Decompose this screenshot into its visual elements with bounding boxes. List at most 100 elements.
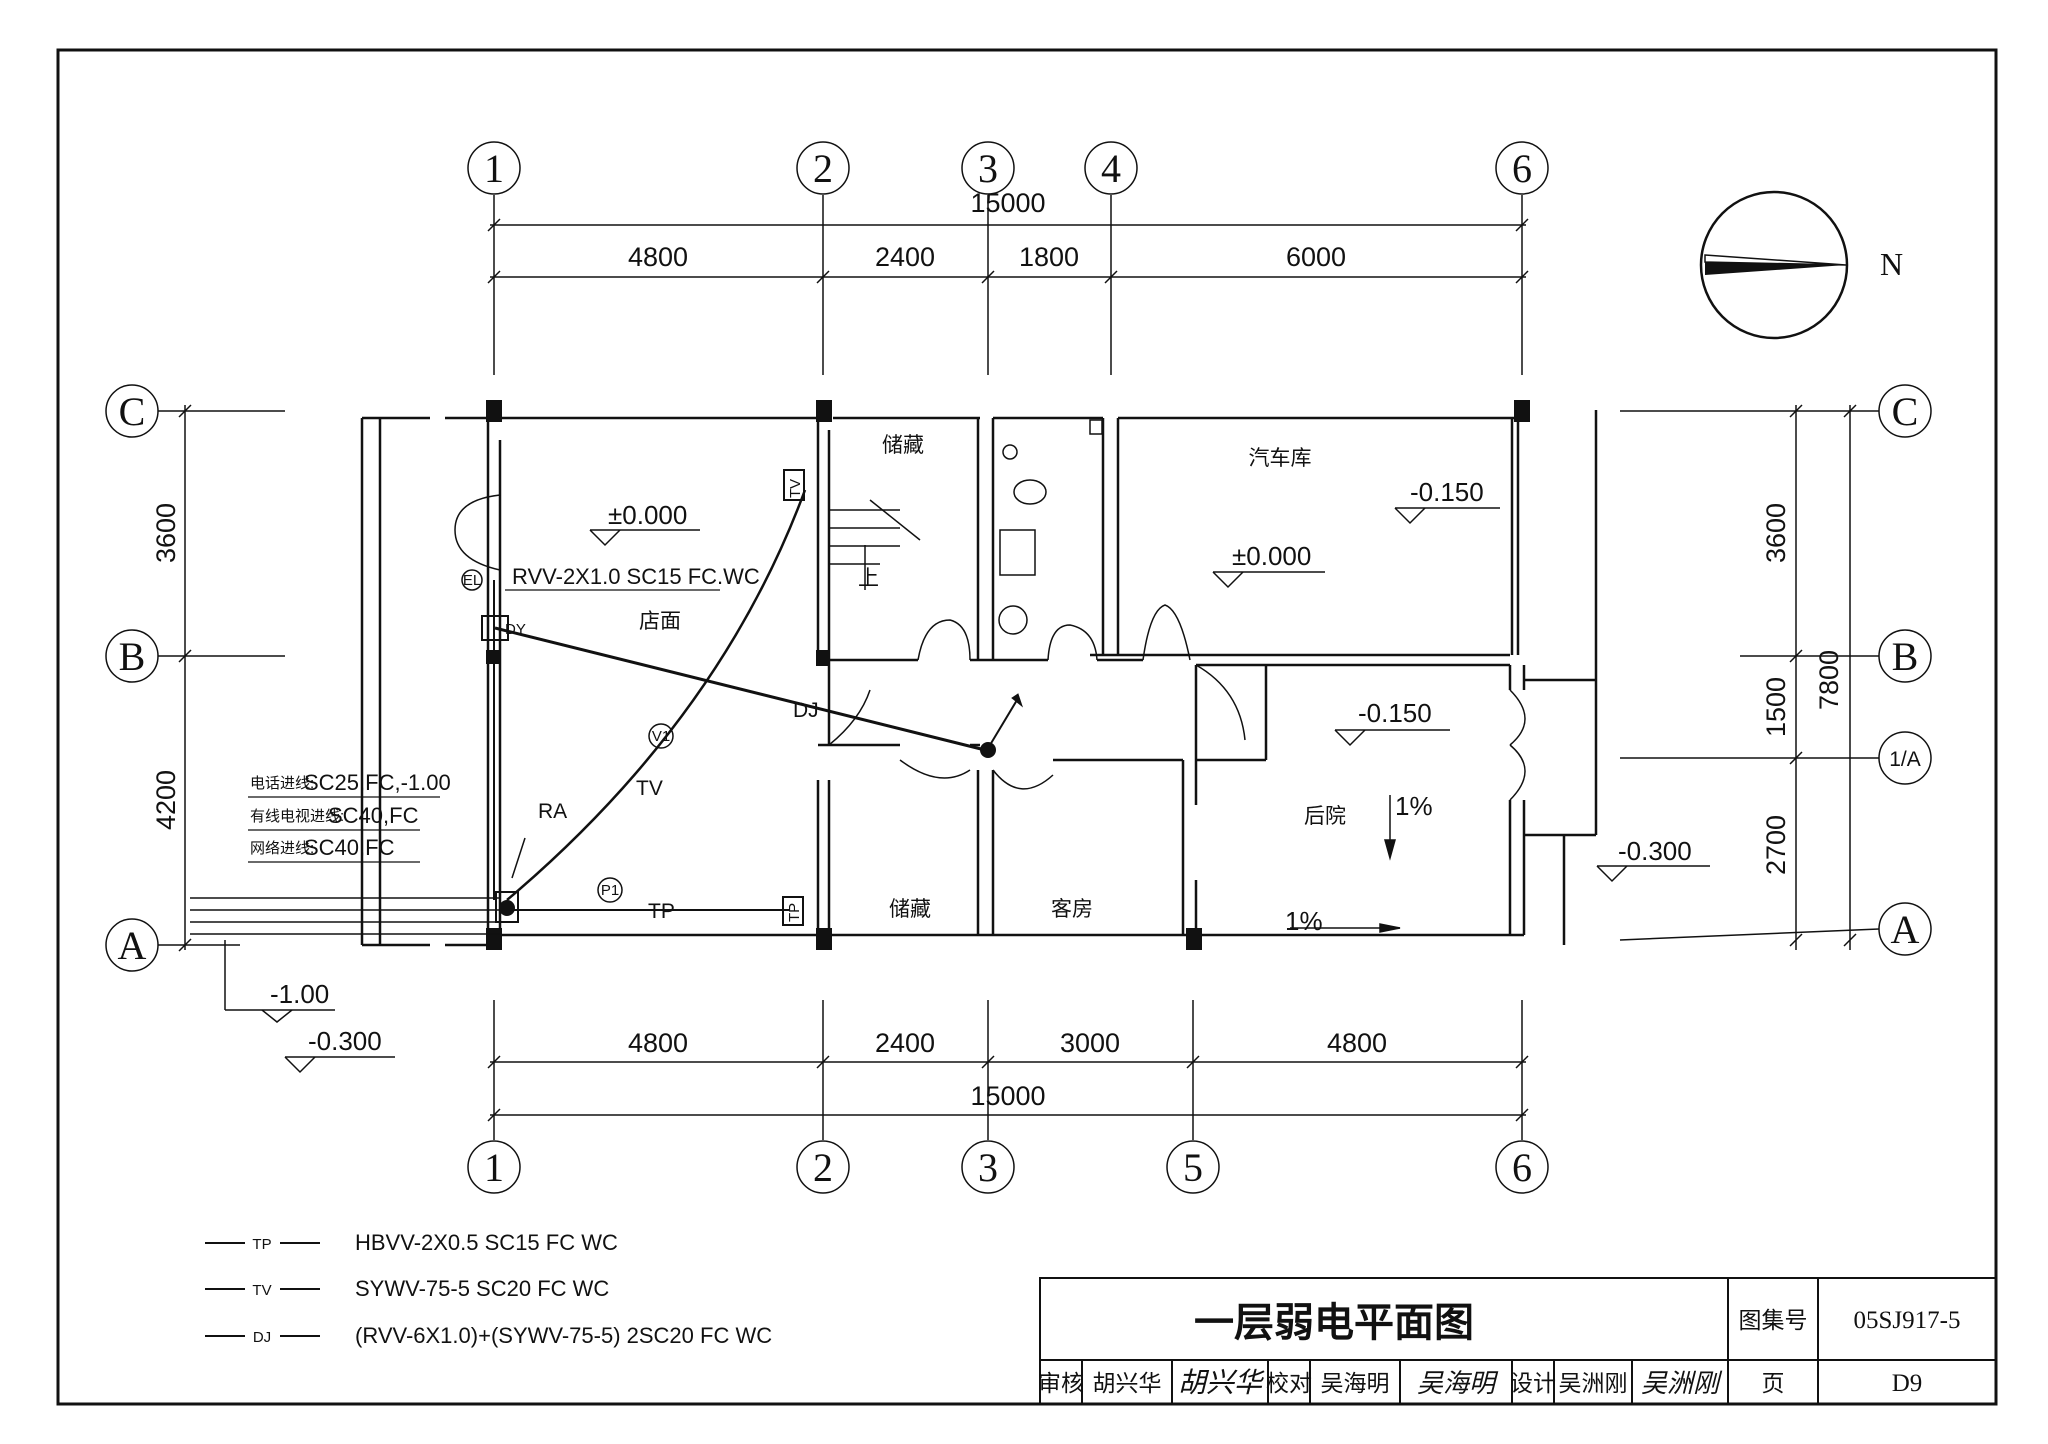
level-shop: ±0.000 (608, 500, 687, 530)
legend-spec: HBVV-2X0.5 SC15 FC WC (355, 1230, 618, 1255)
room-storage-top: 储藏 (882, 434, 924, 457)
room-guest: 客房 (1051, 898, 1093, 921)
axis-right-1A: 1/A (1889, 748, 1921, 771)
check-label: 校对 (1266, 1370, 1312, 1396)
dim-left-3600: 3600 (151, 503, 181, 563)
level-outside-left: -0.300 (308, 1026, 382, 1056)
label-p1: P1 (601, 882, 619, 899)
axis-top-2: 2 (813, 146, 833, 191)
legend-code: TV (252, 1282, 271, 1299)
tp-outlet-label: TP (786, 903, 803, 922)
axis-top-4: 4 (1101, 146, 1121, 191)
room-storage-bottom: 储藏 (889, 898, 931, 921)
legend-code: TP (252, 1236, 271, 1253)
level-garage: ±0.000 (1232, 541, 1311, 571)
room-backyard: 后院 (1304, 805, 1346, 828)
axis-top-1: 1 (484, 146, 504, 191)
room-shop: 店面 (639, 610, 681, 633)
atlas-label: 图集号 (1739, 1307, 1808, 1333)
page-number: D9 (1892, 1370, 1923, 1397)
review-label: 审核 (1038, 1370, 1084, 1396)
level-backyard: -0.150 (1358, 698, 1432, 728)
toilet-icon (998, 419, 1103, 635)
right-grid-axes (1619, 384, 1932, 956)
label-dy: DY (505, 621, 526, 638)
dim-top-seg-1: 4800 (628, 242, 688, 272)
stair-up-label: 上 (858, 567, 879, 590)
axis-bottom-3: 3 (978, 1145, 998, 1190)
tp-outlet-icon (782, 896, 804, 926)
dim-bottom-seg-4: 4800 (1327, 1028, 1387, 1058)
label-tp: TP (648, 900, 675, 923)
legend-spec: (RVV-6X1.0)+(SYWV-75-5) 2SC20 FC WC (355, 1323, 772, 1348)
net-entry-label: 网络进线: (250, 840, 314, 857)
catv-entry-label: 有线电视进线: (250, 808, 344, 825)
axis-top-6: 6 (1512, 146, 1532, 191)
wiring-lines (190, 489, 1024, 935)
label-v1-circle (648, 723, 674, 749)
label-ra: RA (538, 800, 567, 823)
level-entry: -1.00 (270, 979, 329, 1009)
label-tv: TV (636, 777, 663, 800)
stair-icon (829, 499, 921, 590)
catv-entry-spec: SC40,FC (328, 803, 419, 828)
label-el: EL (463, 572, 481, 589)
left-grid-axes (105, 384, 285, 972)
door-swings (454, 494, 1526, 801)
room-garage: 汽车库 (1249, 447, 1312, 470)
design-label: 设计 (1510, 1370, 1556, 1396)
title-block (1039, 1277, 1997, 1405)
dim-bottom-seg-1: 4800 (628, 1028, 688, 1058)
drawing-title: 一层弱电平面图 (1194, 1301, 1474, 1345)
dim-top-seg-3: 1800 (1019, 242, 1079, 272)
tv-outlet-icon (783, 469, 805, 501)
checker-signature: 吴海明 (1417, 1369, 1499, 1399)
axis-left-C: C (119, 389, 146, 434)
legend-spec: SYWV-75-5 SC20 FC WC (355, 1276, 609, 1301)
legend: TP HBVV-2X0.5 SC15 FC WC TV SYWV-75-5 SC… (205, 1230, 772, 1348)
bottom-dimension-lines (487, 1055, 1529, 1122)
axis-right-C: C (1892, 389, 1919, 434)
dim-top-total: 15000 (970, 188, 1045, 218)
legend-item-dj: DJ (RVV-6X1.0)+(SYWV-75-5) 2SC20 FC WC (205, 1323, 772, 1348)
dim-top-seg-2: 2400 (875, 242, 935, 272)
north-label: N (1880, 246, 1903, 282)
label-p1-circle (597, 877, 623, 903)
axis-left-A: A (118, 923, 147, 968)
net-entry-spec: SC40,FC (304, 835, 395, 860)
axis-bottom-5: 5 (1183, 1145, 1203, 1190)
slope-backyard-down: 1% (1395, 791, 1433, 821)
top-dimension-lines (487, 218, 1529, 284)
phone-entry-spec: SC25,FC,-1.00 (304, 770, 451, 795)
axis-left-B: B (119, 634, 146, 679)
label-v1: V1 (652, 728, 670, 745)
axis-bottom-2: 2 (813, 1145, 833, 1190)
checker-name: 吴海明 (1321, 1370, 1390, 1396)
slope-arrows (1290, 795, 1401, 933)
legend-code: DJ (253, 1329, 271, 1346)
distribution-box-icon (481, 615, 996, 923)
north-arrow-icon (1699, 190, 1849, 340)
atlas-number: 05SJ917-5 (1854, 1307, 1961, 1334)
rvv-annotation: RVV-2X1.0 SC15 FC.WC (512, 564, 760, 589)
dim-bottom-seg-2: 2400 (875, 1028, 935, 1058)
dim-bottom-seg-3: 3000 (1060, 1028, 1120, 1058)
designer-name: 吴洲刚 (1559, 1370, 1628, 1396)
legend-item-tv: TV SYWV-75-5 SC20 FC WC (205, 1276, 609, 1301)
label-dj: DJ (793, 699, 819, 722)
wall-columns (486, 400, 1530, 950)
tv-outlet-label: TV (787, 479, 804, 498)
designer-signature: 吴洲刚 (1641, 1369, 1723, 1399)
reviewer-name: 胡兴华 (1093, 1370, 1162, 1396)
axis-right-B: B (1892, 634, 1919, 679)
axis-bottom-6: 6 (1512, 1145, 1532, 1190)
axis-bottom-1: 1 (484, 1145, 504, 1190)
dim-bottom-total: 15000 (970, 1081, 1045, 1111)
dim-top-seg-4: 6000 (1286, 242, 1346, 272)
level-marks (224, 507, 1710, 1074)
axis-top-3: 3 (978, 146, 998, 191)
legend-item-tp: TP HBVV-2X0.5 SC15 FC WC (205, 1230, 618, 1255)
axis-right-A: A (1891, 907, 1920, 952)
label-el-circle (461, 569, 483, 591)
